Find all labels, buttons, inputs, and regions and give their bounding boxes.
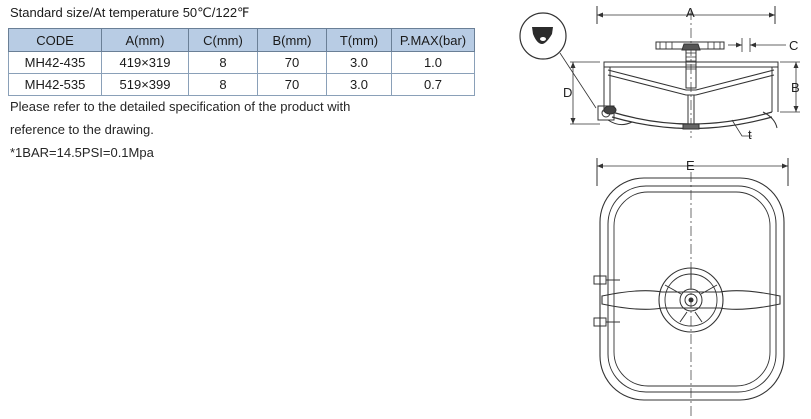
cell-t: 3.0: [326, 73, 392, 96]
col-header-c: C(mm): [188, 28, 258, 52]
table-header-row: CODE A(mm) C(mm) B(mm) T(mm) P.MAX(bar): [8, 28, 475, 52]
cell-c: 8: [188, 51, 258, 74]
col-header-code: CODE: [8, 28, 102, 52]
label-a: A: [686, 5, 695, 20]
note-line-3: *1BAR=14.5PSI=0.1Mpa: [10, 145, 154, 160]
gasket-detail-icon: [519, 12, 597, 109]
label-t: t: [748, 127, 752, 142]
table-row: MH42-435 419×319 8 70 3.0 1.0: [8, 51, 475, 74]
label-b: B: [791, 80, 800, 95]
label-c: C: [789, 38, 798, 53]
cell-code: MH42-535: [8, 73, 102, 96]
cell-pmax: 1.0: [391, 51, 475, 74]
note-line-1: Please refer to the detailed specificati…: [10, 99, 351, 114]
label-e: E: [686, 158, 695, 173]
note-line-2: reference to the drawing.: [10, 122, 154, 137]
cell-b: 70: [257, 51, 327, 74]
plan-view: [593, 158, 789, 416]
side-section-view: [570, 6, 800, 138]
cell-t: 3.0: [326, 51, 392, 74]
col-header-a: A(mm): [101, 28, 189, 52]
cell-b: 70: [257, 73, 327, 96]
col-header-pmax: P.MAX(bar): [391, 28, 475, 52]
cell-a: 419×319: [101, 51, 189, 74]
table-row: MH42-535 519×399 8 70 3.0 0.7: [8, 73, 475, 96]
label-d: D: [563, 85, 572, 100]
caption: Standard size/At temperature 50℃/122℉: [10, 5, 250, 20]
cell-code: MH42-435: [8, 51, 102, 74]
cell-a: 519×399: [101, 73, 189, 96]
spec-table: CODE A(mm) C(mm) B(mm) T(mm) P.MAX(bar) …: [8, 28, 475, 96]
cell-pmax: 0.7: [391, 73, 475, 96]
cell-c: 8: [188, 73, 258, 96]
col-header-t: T(mm): [326, 28, 392, 52]
col-header-b: B(mm): [257, 28, 327, 52]
